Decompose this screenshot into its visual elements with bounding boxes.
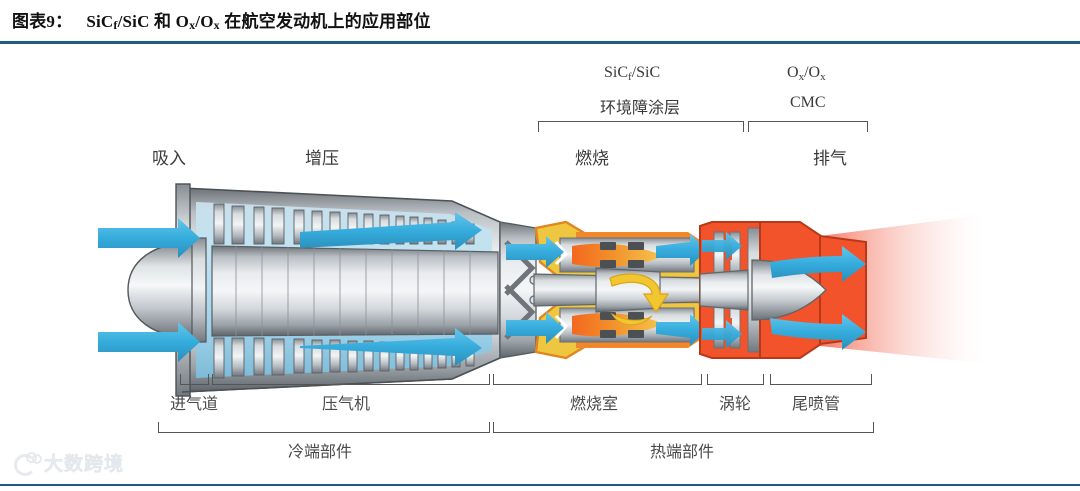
watermark: 大数跨境: [14, 449, 124, 476]
material-bracket-oxox: [748, 121, 868, 132]
material-label-oxox-line1: Ox/Ox: [787, 64, 826, 83]
material-label-sicf-line2: 环境障涂层: [600, 100, 681, 117]
figure-number: 图表9：: [12, 12, 73, 31]
exhaust-airflow-arrows: [770, 246, 866, 350]
section-bracket-cold: [158, 422, 490, 433]
page-title: 图表9： SiCf/SiC 和 Ox/Ox 在航空发动机上的应用部位: [12, 7, 431, 33]
dashukuajing-logo-icon: [14, 451, 42, 476]
inlet-airflow-arrows: [98, 218, 200, 362]
material-bracket-sicf: [538, 121, 744, 132]
flow-label-combustion: 燃烧: [575, 149, 609, 168]
section-bracket-hot: [493, 422, 874, 433]
component-label-compressor: 压气机: [322, 396, 371, 413]
watermark-text: 大数跨境: [44, 453, 125, 476]
section-label-hot: 热端部件: [650, 444, 715, 461]
engine-cutaway-illustration: [98, 183, 990, 397]
material-label-oxox-line2: CMC: [790, 94, 826, 111]
material-label-sicf-line1: SiCf/SiC: [604, 64, 661, 83]
component-bracket-nozzle: [770, 374, 872, 385]
component-bracket-compressor: [212, 374, 490, 385]
footer-divider: [0, 484, 1080, 486]
component-bracket-inlet: [180, 374, 209, 385]
header-divider: [0, 41, 1080, 44]
flow-label-intake: 吸入: [152, 149, 186, 168]
component-bracket-turbine: [707, 374, 764, 385]
compressor-airflow-arrows: [300, 212, 482, 366]
component-label-turbine: 涡轮: [719, 396, 752, 413]
figure-header: 图表9： SiCf/SiC 和 Ox/Ox 在航空发动机上的应用部位: [0, 0, 1080, 40]
figure-title-text: SiCf/SiC 和 Ox/Ox 在航空发动机上的应用部位: [86, 12, 431, 32]
engine-diagram: SiCf/SiC 环境障涂层 Ox/Ox CMC 吸入 增压 燃烧 排气 进气道…: [0, 46, 1080, 481]
component-label-nozzle: 尾喷管: [792, 396, 841, 413]
component-label-combustor: 燃烧室: [570, 396, 619, 413]
rotation-arrow: [609, 273, 670, 326]
component-bracket-combustor: [493, 374, 702, 385]
flow-label-compression: 增压: [305, 149, 339, 168]
component-label-inlet: 进气道: [170, 396, 219, 413]
flow-label-exhaust: 排气: [813, 149, 847, 168]
section-label-cold: 冷端部件: [288, 444, 353, 461]
